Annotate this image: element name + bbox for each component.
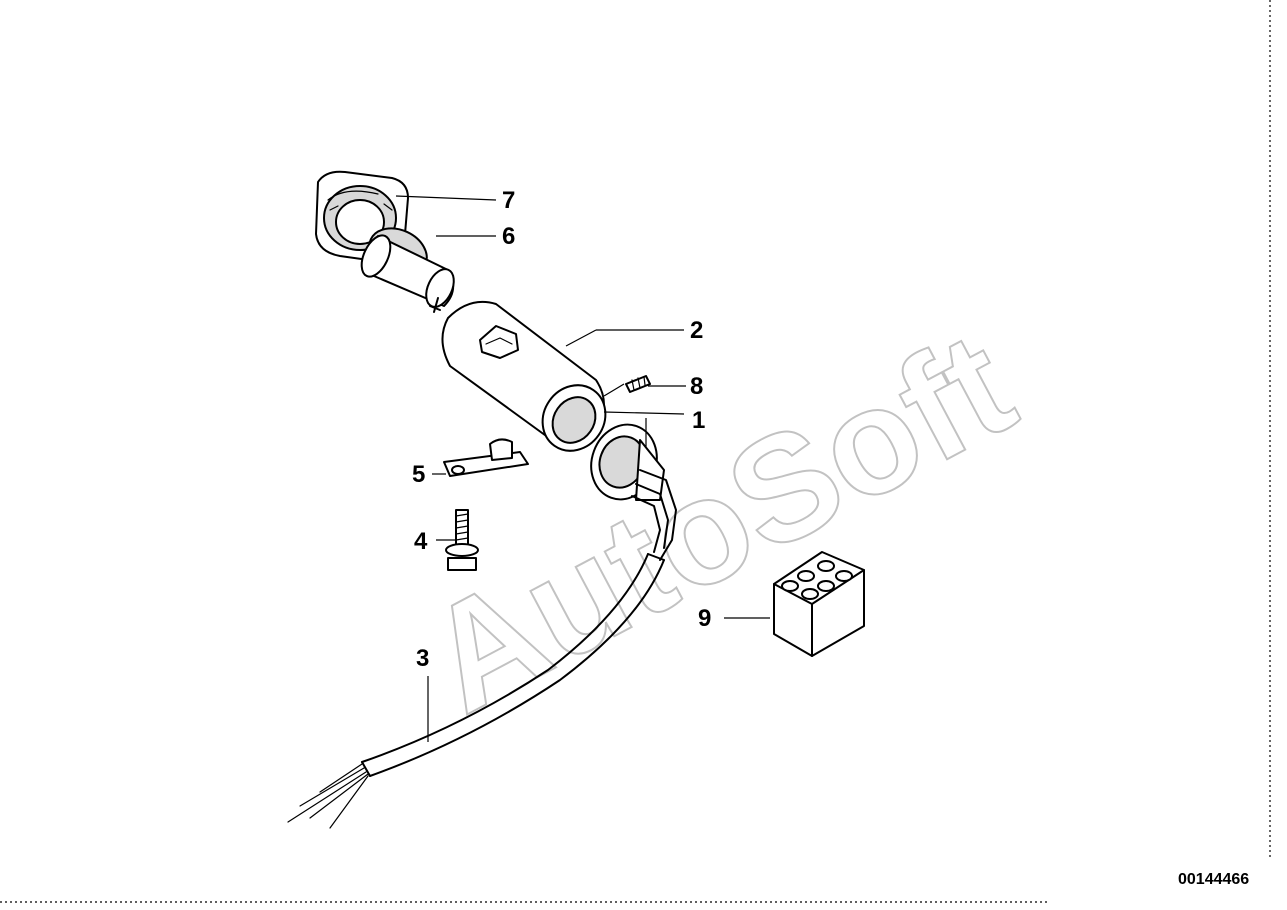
callout-8[interactable]: 8 — [690, 373, 703, 400]
part-6-socket — [360, 227, 455, 313]
part-5-bracket — [443, 438, 529, 477]
callout-3[interactable]: 3 — [416, 645, 429, 672]
callout-5[interactable]: 5 — [412, 461, 425, 488]
leader-lines — [0, 0, 1271, 903]
part-3-cable — [287, 553, 665, 829]
callout-6[interactable]: 6 — [502, 223, 515, 250]
callout-1[interactable]: 1 — [692, 407, 705, 434]
callout-4[interactable]: 4 — [414, 528, 428, 555]
part-9-battery — [773, 551, 865, 657]
document-id: 00144466 — [1178, 871, 1249, 888]
part-4-bolt — [445, 509, 479, 571]
callout-2[interactable]: 2 — [690, 317, 703, 344]
part-1-connector — [590, 423, 677, 561]
callout-9[interactable]: 9 — [698, 605, 711, 632]
part-2-housing — [441, 300, 607, 452]
callout-7[interactable]: 7 — [502, 187, 515, 214]
part-8-screw — [625, 375, 651, 393]
